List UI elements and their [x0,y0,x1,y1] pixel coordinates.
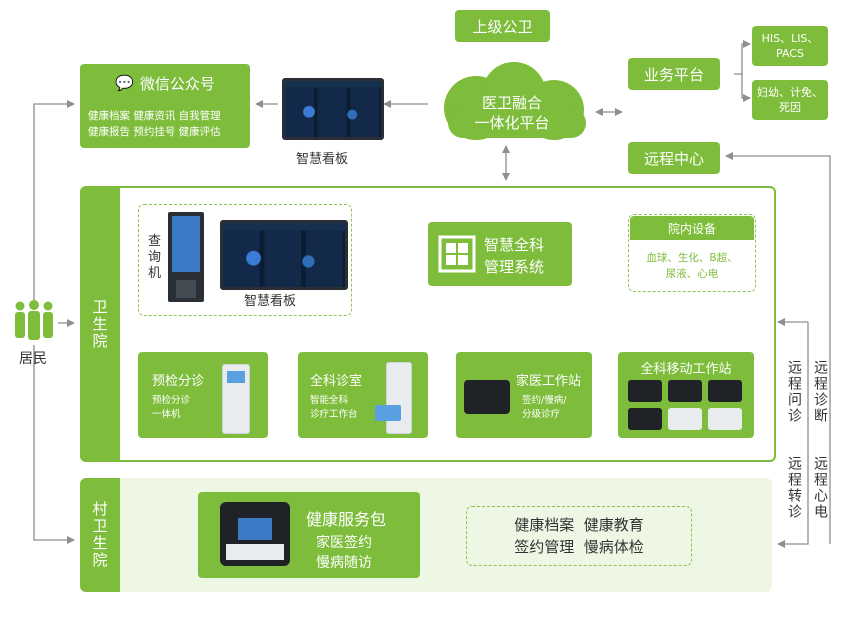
village-panel [80,478,772,592]
card-mobile-station[interactable]: 全科移动工作站 [618,352,754,438]
card-gp-room[interactable]: 全科诊室 智能全科 诊疗工作台 [298,352,428,438]
wechat-line-2: 健康报告 预约挂号 健康评估 [88,126,221,138]
grid-icon [438,235,476,273]
his-lis-pacs[interactable]: HIS、LIS、 PACS [752,26,828,66]
cloud-line-2: 一体化平台 [474,114,550,132]
card-gp-room-sub2: 诊疗工作台 [310,409,358,420]
business-platform[interactable]: 业务平台 [628,58,720,90]
superior-public-health[interactable]: 上级公卫 [455,10,550,42]
integrated-platform[interactable]: 医卫融合 一体化平台 [440,88,584,138]
wechat-panel[interactable]: 💬 微信公众号 健康档案 健康资讯 自我管理 健康报告 预约挂号 健康评估 [80,64,250,148]
health-service-pack[interactable]: 健康服务包 家医签约 慢病随访 [198,492,420,578]
card-triage-title: 预检分诊 [152,374,205,389]
maternal-immunization[interactable]: 妇幼、计免、 死因 [752,80,828,120]
system-line-2: 管理系统 [484,258,545,276]
card-family-doctor[interactable]: 家医工作站 签约/慢病/ 分级诊疗 [456,352,592,438]
cloud-line-1: 医卫融合 [481,94,542,112]
card-triage-sub1: 预检分诊 [152,395,191,406]
smart-board-monitor-top [282,78,384,140]
village-services-line-1: 健康档案 健康教育 [514,516,644,534]
resident-label: 居民 [19,351,47,367]
kiosk-label: 查询机 [148,234,162,281]
equipment-group [628,214,756,292]
card-gp-room-title: 全科诊室 [310,374,363,389]
pack-line-1: 家医签约 [316,535,372,551]
family-doctor-case-image [464,380,510,414]
wechat-icon: 💬 [115,74,134,92]
card-family-doctor-sub2: 分级诊疗 [522,409,561,420]
kiosk-board-group [138,204,352,316]
cloud-icon [444,62,586,140]
card-triage-sub2: 一体机 [152,409,181,420]
card-family-doctor-title: 家医工作站 [516,374,582,389]
remote-consult-label: 远程问诊 [786,360,802,424]
service-pack-image [220,502,290,566]
mobile-cases-image [628,380,746,432]
village-label: 村卫生院 [80,478,120,592]
residents-icon [15,300,53,340]
system-line-1: 智慧全科 [484,236,545,254]
wechat-line-1: 健康档案 健康资讯 自我管理 [88,110,221,122]
equipment-title: 院内设备 [630,216,754,240]
smart-board-monitor-center [220,220,348,290]
smart-gp-system[interactable]: 智慧全科 管理系统 [428,222,572,286]
smart-board-label-top: 智慧看板 [296,152,349,167]
smart-board-label-center: 智慧看板 [244,294,297,309]
remote-diagnosis-label: 远程诊断 [812,360,828,424]
workstation-image [375,362,412,434]
equipment-line-1: 血球、生化、B超、 [646,252,738,264]
card-family-doctor-sub1: 签约/慢病/ [522,395,567,406]
card-gp-room-sub1: 智能全科 [310,395,349,406]
equipment-line-2: 尿液、心电 [665,268,719,280]
village-services-line-2: 签约管理 慢病体检 [514,538,644,556]
remote-center[interactable]: 远程中心 [628,142,720,174]
triage-machine-image [222,364,250,434]
kiosk-device [168,212,204,302]
wechat-title: 微信公众号 [139,74,215,93]
card-mobile-station-title: 全科移动工作站 [640,362,732,377]
pack-line-2: 慢病随访 [316,555,372,571]
pack-title: 健康服务包 [306,510,387,529]
remote-referral-label: 远程转诊 [786,456,802,520]
wechat-header: 💬 微信公众号 [80,72,250,94]
card-triage[interactable]: 预检分诊 预检分诊 一体机 [138,352,268,438]
remote-ecg-label: 远程心电 [812,456,828,520]
health-center-label: 卫生院 [80,186,120,462]
village-services [466,506,692,566]
